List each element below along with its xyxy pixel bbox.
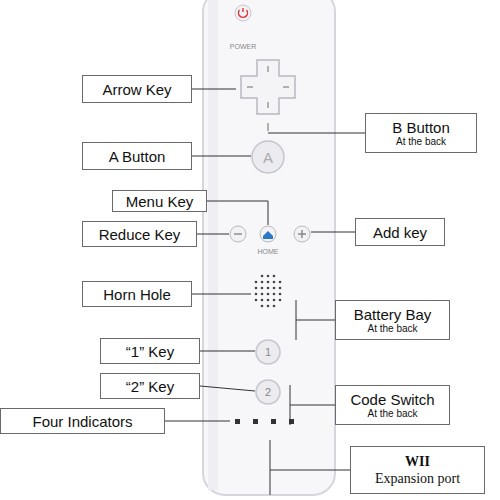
callout-text: Horn Hole [103,286,171,303]
speaker-holes [255,275,282,308]
callout-text: WII [405,453,430,470]
callout-note: At the back [367,408,417,419]
callout-text: Reduce Key [99,226,181,243]
callout-note: Expansion port [375,470,460,487]
callout-box: Reduce Key [82,221,197,247]
four-indicators [235,419,294,424]
callout-text: Arrow Key [102,81,171,98]
button-label: HOME [258,248,279,255]
b-mark [267,123,269,131]
callout-box: “2” Key [100,373,200,399]
callout-text: Code Switch [350,391,434,408]
arrow-pad [241,60,295,114]
arrow-marks [247,66,289,108]
home-button [260,226,276,242]
callout-box: Horn Hole [82,281,192,307]
leader-lines [165,89,365,495]
button-label: 1 [265,346,271,358]
callout-box: “1” Key [100,338,200,364]
callout-text: “2” Key [126,378,174,395]
one-button [256,340,280,364]
two-button [256,380,280,404]
callout-text: Menu Key [126,193,194,210]
minus-icon [234,233,242,234]
callout-box: Menu Key [112,190,207,212]
callout-box: Battery BayAt the back [335,300,450,340]
callout-text: Add key [373,224,427,241]
callout-note: At the back [396,136,446,147]
callout-text: “1” Key [126,343,174,360]
button-label: 2 [265,386,271,398]
a-button [252,141,284,173]
callout-text: B Button [392,119,450,136]
remote-shade [208,0,218,490]
callout-box: B ButtonAt the back [365,113,477,153]
callout-text: Battery Bay [354,306,432,323]
callout-box: Code SwitchAt the back [335,385,450,425]
button-label: POWER [230,43,256,50]
plus-icon [298,230,306,238]
home-icon [263,231,273,239]
callout-box: A Button [82,142,192,170]
minus-button [230,226,246,242]
callout-box: Four Indicators [0,408,165,434]
plus-button [294,226,310,242]
button-label: A [263,149,273,166]
callout-box: WIIExpansion port [350,446,485,494]
power-button [235,5,251,21]
callout-text: A Button [109,148,166,165]
callout-box: Add key [355,218,445,246]
callout-box: Arrow Key [82,75,192,103]
callout-text: Four Indicators [32,413,132,430]
power-icon [239,8,248,17]
callout-note: At the back [367,323,417,334]
